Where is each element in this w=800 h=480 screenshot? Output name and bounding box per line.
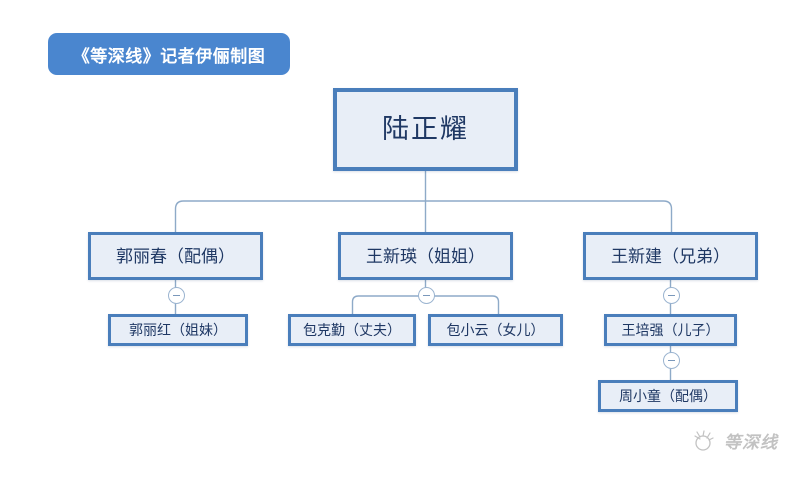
cloud-logo-icon bbox=[691, 429, 717, 452]
watermark: 等深线 bbox=[691, 428, 778, 453]
node-label: 郭丽红（姐妹） bbox=[129, 322, 227, 338]
node-guolichun[interactable]: 郭丽春（配偶） bbox=[88, 232, 263, 280]
collapse-minus-icon-wangpeiqiang[interactable] bbox=[663, 352, 680, 369]
node-baokeqin[interactable]: 包克勤（丈夫） bbox=[288, 314, 416, 346]
connector-root-bus bbox=[174, 200, 673, 232]
node-label: 王新瑛（姐姐） bbox=[366, 246, 485, 266]
node-label: 包克勤（丈夫） bbox=[303, 322, 401, 338]
node-label: 王培强（儿子） bbox=[621, 322, 720, 338]
node-baoxiaoyun[interactable]: 包小云（女儿） bbox=[428, 314, 563, 346]
watermark-label: 等深线 bbox=[724, 433, 778, 452]
collapse-minus-icon-wangxinjian[interactable] bbox=[663, 287, 680, 304]
collapse-minus-icon-wangxinying[interactable] bbox=[418, 287, 435, 304]
node-label: 陆正耀 bbox=[382, 114, 469, 144]
node-wangxinjian[interactable]: 王新建（兄弟） bbox=[583, 232, 758, 280]
credit-badge: 《等深线》记者伊俪制图 bbox=[48, 33, 290, 75]
node-zhouxiaotong[interactable]: 周小童（配偶） bbox=[598, 380, 738, 412]
collapse-minus-icon-guolichun[interactable] bbox=[168, 287, 185, 304]
node-label: 周小童（配偶） bbox=[619, 388, 717, 404]
credit-badge-label: 《等深线》记者伊俪制图 bbox=[72, 46, 266, 66]
node-wangxinying[interactable]: 王新瑛（姐姐） bbox=[338, 232, 513, 280]
node-guolihong[interactable]: 郭丽红（姐妹） bbox=[108, 314, 248, 346]
node-label: 包小云（女儿） bbox=[446, 322, 545, 338]
node-label: 王新建（兄弟） bbox=[611, 246, 730, 266]
node-wangpeiqiang[interactable]: 王培强（儿子） bbox=[604, 314, 737, 346]
node-root-luzhengyao[interactable]: 陆正耀 bbox=[333, 88, 518, 171]
node-label: 郭丽春（配偶） bbox=[116, 246, 235, 266]
